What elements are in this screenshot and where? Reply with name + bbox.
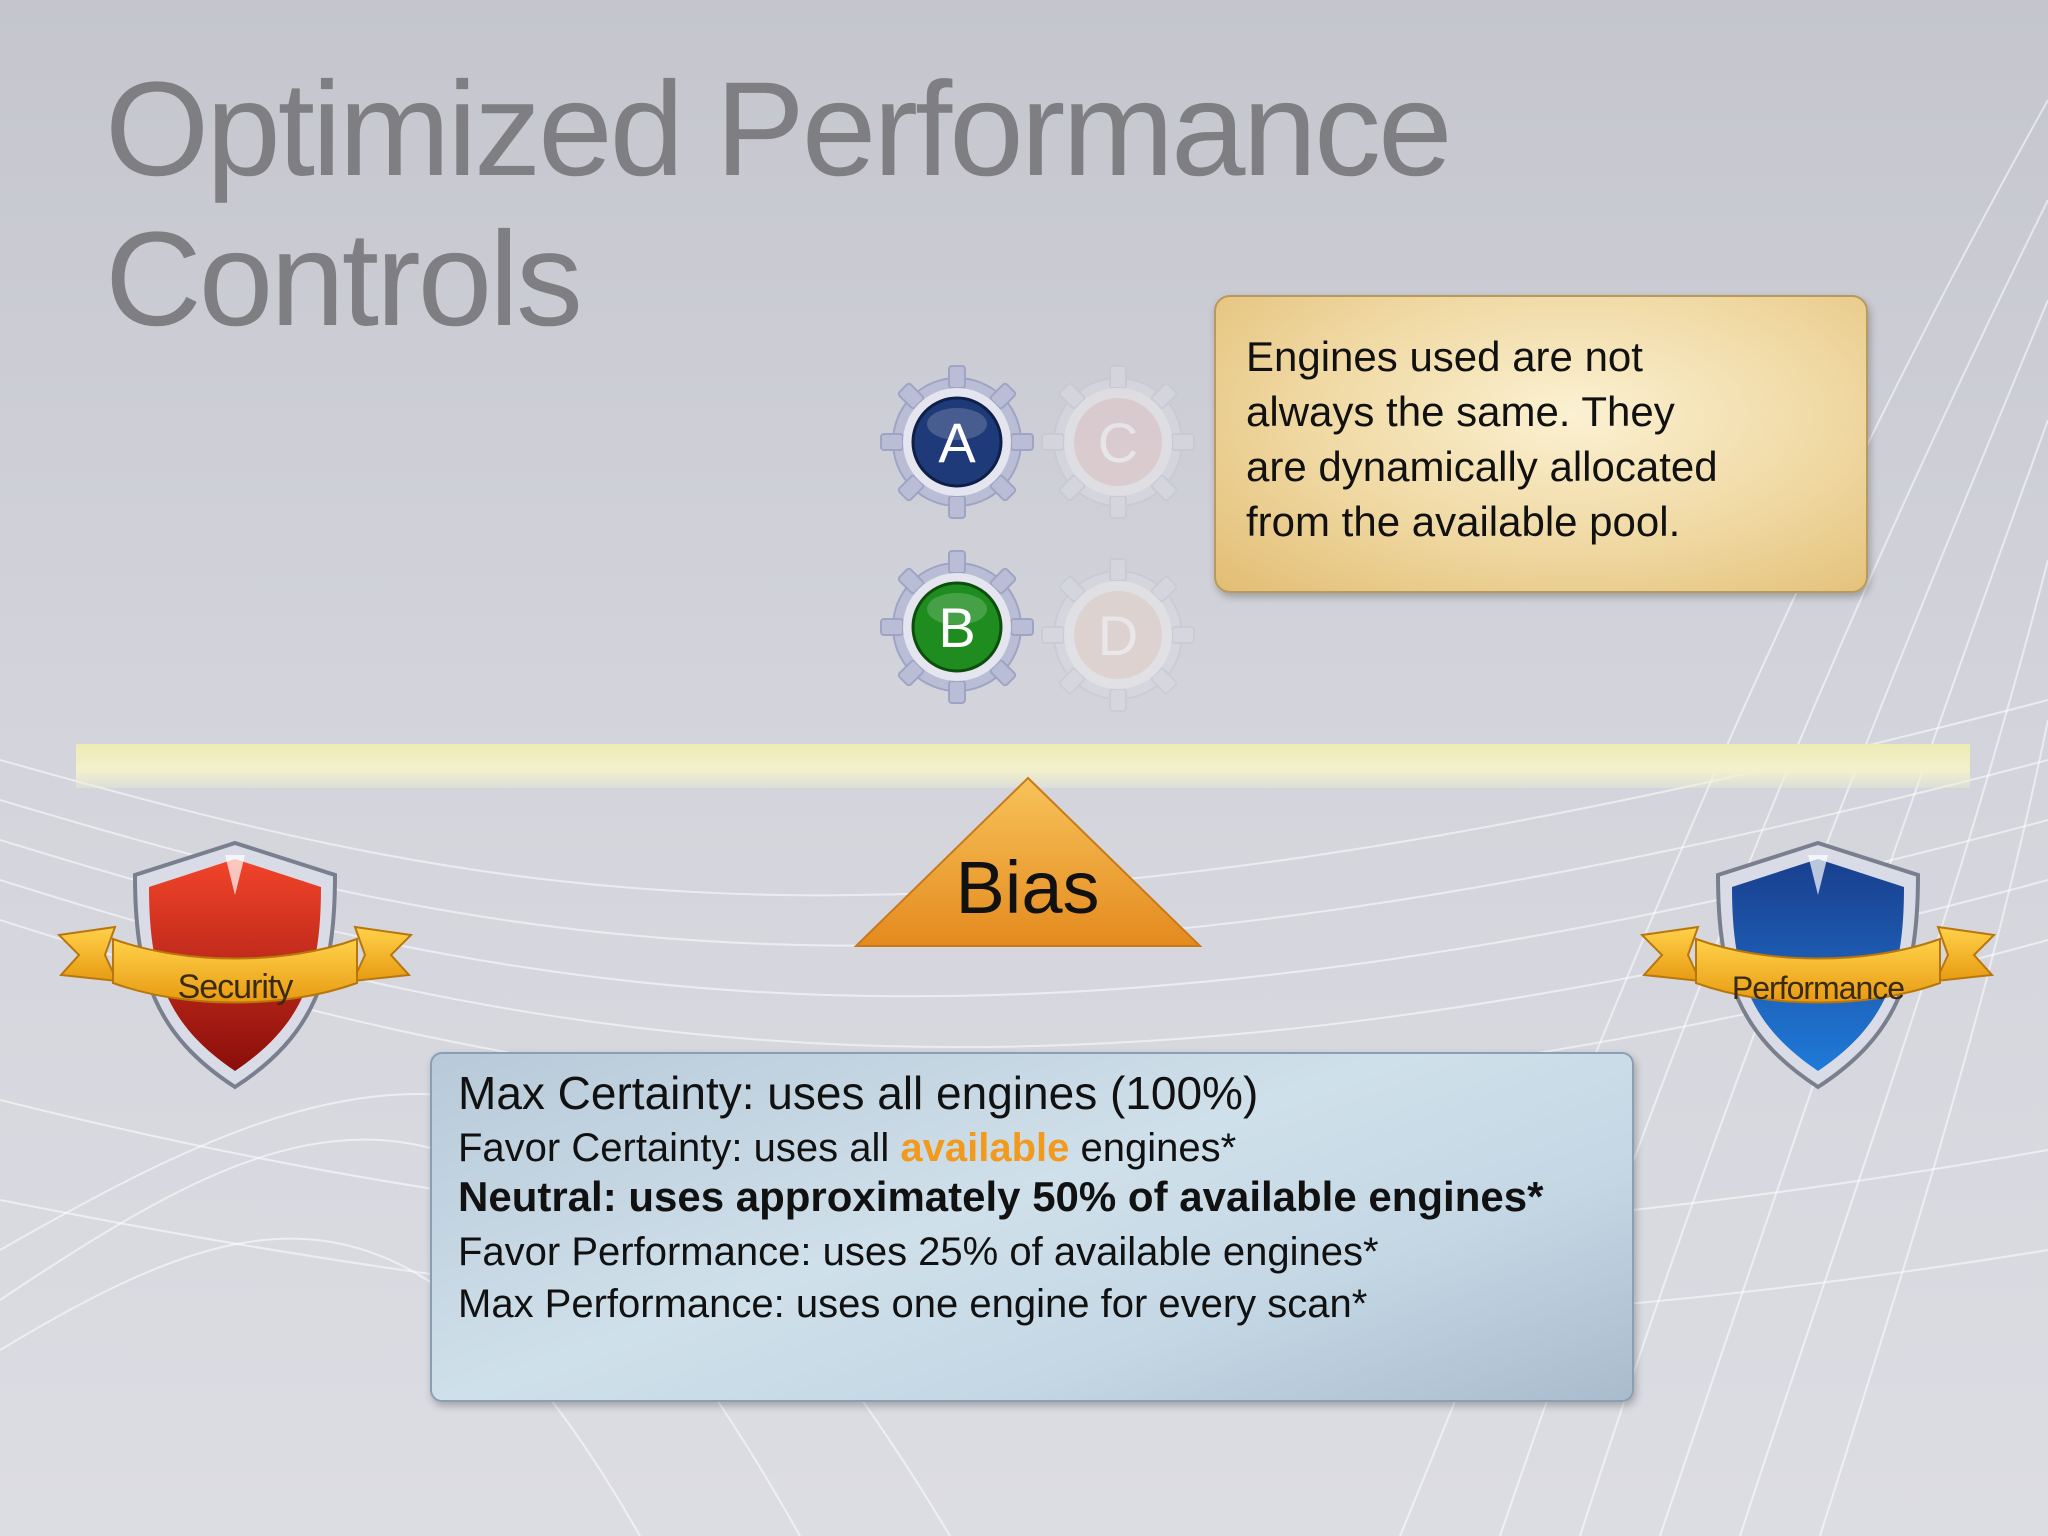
engine-d-gear-icon: D: [1038, 555, 1198, 715]
favor-certainty-suffix: engines*: [1069, 1126, 1237, 1170]
max-certainty-line: Max Certainty: uses all engines (100%): [458, 1067, 1259, 1119]
engine-letter: B: [938, 595, 976, 659]
available-highlight: available: [900, 1126, 1070, 1170]
engine-c-gear-icon: C: [1038, 362, 1198, 522]
engine-a-gear-icon: A: [877, 362, 1037, 522]
performance-label: Performance: [1731, 970, 1905, 1006]
max-performance-line: Max Performance: uses one engine for eve…: [458, 1282, 1368, 1326]
engine-letter: C: [1097, 410, 1139, 474]
engine-letter: D: [1097, 603, 1139, 667]
gear-icon: [1041, 558, 1195, 712]
engines-callout: Engines used are not always the same. Th…: [1214, 295, 1868, 593]
bias-label: Bias: [955, 846, 1100, 929]
balance-beam: [76, 744, 1970, 788]
favor-performance-line: Favor Performance: uses 25% of available…: [458, 1230, 1379, 1274]
engine-b-gear-icon: B: [877, 547, 1037, 707]
security-shield-icon: [56, 840, 414, 1090]
favor-certainty-prefix: Favor Certainty: uses all: [458, 1126, 901, 1170]
gear-icon: [880, 365, 1034, 519]
neutral-line: Neutral: uses approximately 50% of avail…: [458, 1173, 1544, 1220]
favor-certainty-line: Favor Certainty: uses all available engi…: [458, 1122, 1606, 1174]
bias-modes-box: Max Certainty: uses all engines (100%) F…: [430, 1052, 1634, 1402]
slide-title: Optimized Performance Controls: [105, 55, 1453, 354]
security-label: Security: [177, 968, 294, 1006]
bias-fulcrum-triangle: [853, 776, 1203, 947]
engine-letter: A: [938, 410, 976, 474]
performance-shield-icon: [1639, 840, 1997, 1090]
gear-icon: [880, 550, 1034, 704]
gear-icon: [1041, 365, 1195, 519]
